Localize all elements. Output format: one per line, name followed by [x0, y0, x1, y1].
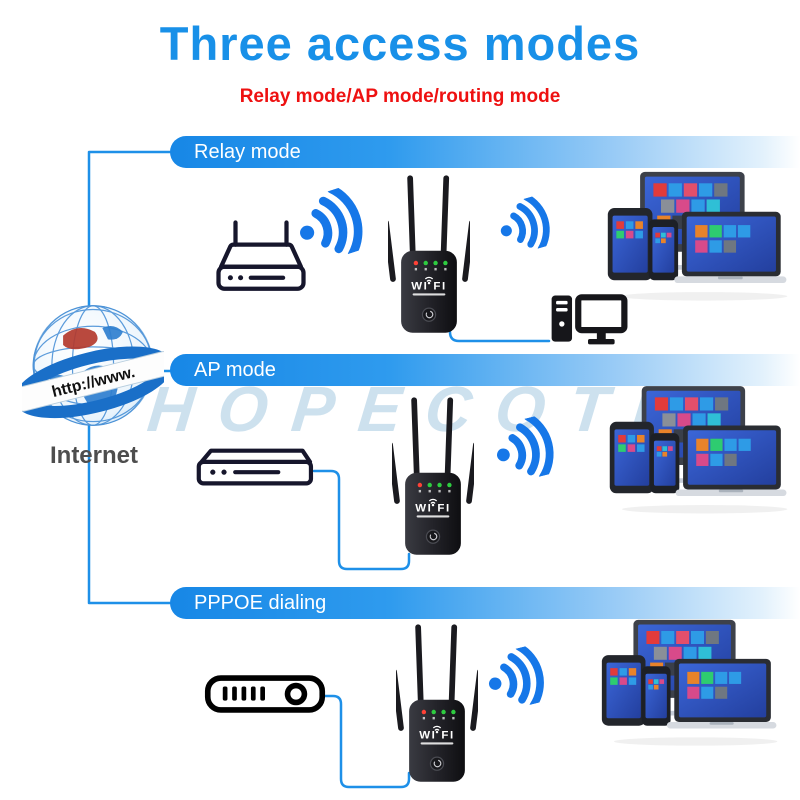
devices-cluster	[598, 618, 784, 748]
wifi-repeater-device	[396, 620, 478, 786]
section-header-relay-mode: Relay mode	[170, 136, 800, 168]
access-point-box-icon	[192, 446, 314, 489]
modem-icon	[204, 674, 326, 714]
devices-cluster	[606, 384, 794, 516]
internet-label: Internet	[49, 442, 138, 469]
wifi-repeater-device	[388, 172, 470, 336]
section-header-ap-mode: AP mode	[170, 354, 800, 386]
section-header-pppoe-dialing: PPPOE dialing	[170, 587, 800, 619]
page-title: Three access modes	[159, 17, 641, 70]
section-label: AP mode	[194, 359, 276, 381]
devices-cluster	[604, 170, 794, 303]
internet-globe-icon	[22, 300, 164, 446]
section-label: PPPOE dialing	[194, 592, 327, 614]
page-subtitle: Relay mode/AP mode/routing mode	[239, 86, 561, 107]
wifi-repeater-device	[392, 394, 474, 558]
section-label: Relay mode	[194, 141, 301, 163]
